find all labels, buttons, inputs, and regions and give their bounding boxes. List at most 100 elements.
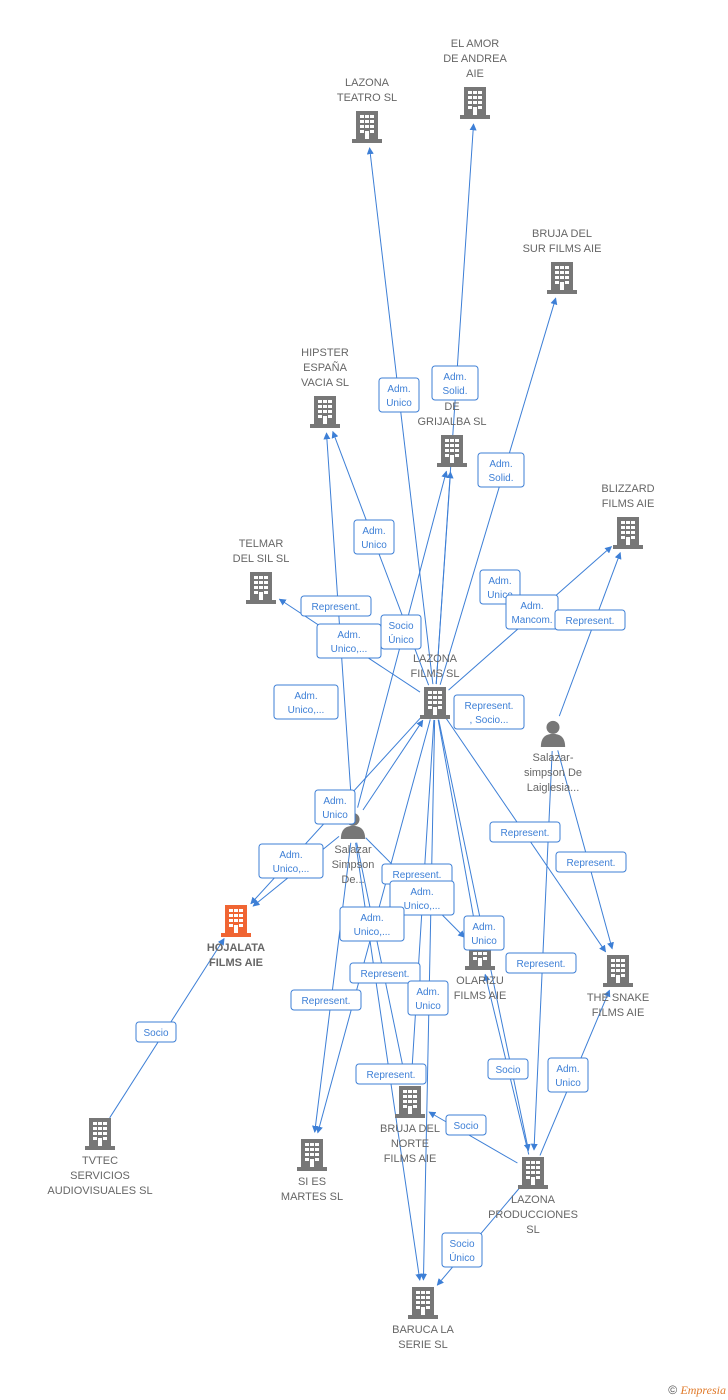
edge-label-represent-1[interactable]: Represent. — [300, 595, 372, 617]
building-icon — [85, 1118, 115, 1150]
edge-label-text: Adm. — [387, 384, 410, 395]
edge-label-text: Único — [449, 1251, 475, 1264]
edge-label-adm-unico-6[interactable]: Adm.Unico — [314, 789, 356, 825]
edge-label-box — [431, 365, 479, 401]
edge-label-adm-unico-12[interactable]: Adm.Unico — [547, 1057, 589, 1093]
edge-label-box — [487, 1058, 529, 1080]
edge-label-represent-3[interactable]: Represent. — [489, 821, 561, 843]
edge-label-represent-8[interactable]: Represent. — [290, 989, 362, 1011]
edge-label-box — [380, 614, 422, 650]
node-label-line: TELMAR — [239, 538, 284, 550]
edge-label-adm-unico-2[interactable]: Adm.Unico — [353, 519, 395, 555]
node-label-line: BRUJA DEL — [532, 228, 592, 240]
edge-label-adm-unico-8[interactable]: Adm.Unico,... — [389, 880, 455, 916]
edge-lazona_prod-to-bruja_norte — [428, 1111, 518, 1164]
edge-label-text: Unico — [415, 1001, 441, 1012]
edge-label-socio-3[interactable]: Socio — [135, 1021, 177, 1043]
edge-label-box — [453, 694, 525, 730]
edge-label-adm-mancom[interactable]: Adm. Mancom. — [505, 594, 559, 630]
edge-label-box — [339, 906, 405, 942]
building-icon — [603, 955, 633, 987]
brand-logo[interactable]: Empresia — [680, 1383, 726, 1397]
edge-label-adm-unico-1[interactable]: Adm.Unico — [378, 377, 420, 413]
edge-label-adm-unico-9[interactable]: Adm.Unico,... — [339, 906, 405, 942]
node-label-line: Laiglesia... — [527, 782, 580, 794]
edge-label-text: Unico — [487, 590, 513, 601]
node-salazar-laiglesia[interactable]: Salazar-simpson DeLaiglesia... — [524, 720, 582, 794]
edge-label-text: Adm. — [489, 459, 512, 470]
edge-label-adm-solid-2[interactable]: Adm. Solid. — [477, 452, 525, 488]
copyright-symbol: © — [668, 1383, 678, 1397]
edge-label-text: Mancom. — [511, 615, 552, 626]
node-label-line: Salazar- — [533, 752, 574, 764]
edge-label-adm-unico-10[interactable]: Adm.Unico — [463, 915, 505, 951]
edge-label-box — [349, 962, 421, 984]
edge-label-represent-socio[interactable]: Represent., Socio... — [453, 694, 525, 730]
edge-label-box — [300, 595, 372, 617]
node-label-line: EL AMOR — [451, 38, 500, 50]
edge-label-text: Represent. — [517, 959, 566, 970]
edge-label-box — [355, 1063, 427, 1085]
node-bruja-sur[interactable]: BRUJA DEL SUR FILMS AIE — [523, 228, 602, 294]
node-label-line: FILMS AIE — [384, 1153, 437, 1165]
node-label-line: SUR FILMS AIE — [523, 243, 602, 255]
edge-label-adm-unico-7[interactable]: Adm.Unico,... — [258, 843, 324, 879]
edge-salazar_simpson-to-hipster — [323, 432, 353, 808]
edge-label-text: Adm. — [362, 526, 385, 537]
edge-label-adm-unico-4[interactable]: Adm.Unico,... — [316, 623, 382, 659]
edge-label-adm-unico-5[interactable]: Adm.Unico,... — [273, 684, 339, 720]
edge-label-text: Adm. — [279, 850, 302, 861]
edge-label-socio-1[interactable]: Socio — [487, 1058, 529, 1080]
node-salazar-simpson[interactable]: SalazarSimpsonDe... — [332, 812, 375, 886]
edge-label-socio-2[interactable]: Socio — [445, 1114, 487, 1136]
building-icon — [221, 905, 251, 937]
edge-lazona_films-to-bodega — [435, 471, 454, 685]
building-icon — [297, 1139, 327, 1171]
edge-label-text: Adm. — [323, 796, 346, 807]
edges-layer — [109, 123, 622, 1286]
edge-label-text: Adm. — [520, 601, 543, 612]
edge-label-box — [445, 1114, 487, 1136]
edge-label-represent-9[interactable]: Represent. — [355, 1063, 427, 1085]
edge-label-represent-7[interactable]: Represent. — [349, 962, 421, 984]
edge-label-represent-6[interactable]: Represent. — [505, 952, 577, 974]
edge-labels-layer: Adm.UnicoAdm.Solid.Adm.Solid.Adm.UnicoAd… — [135, 365, 627, 1268]
edge-label-represent-5[interactable]: Represent. — [381, 863, 453, 885]
edge-label-box — [547, 1057, 589, 1093]
edge-label-adm-unico-11[interactable]: Adm.Unico — [407, 980, 449, 1016]
edge-label-text: Unico,... — [354, 927, 391, 938]
edge-label-text: Adm. — [488, 576, 511, 587]
edge-label-adm-solid-1[interactable]: Adm.Solid. — [431, 365, 479, 401]
edge-label-represent-2[interactable]: Represent. — [554, 609, 626, 631]
edge-label-text: Unico,... — [331, 644, 368, 655]
edge-label-represent-4[interactable]: Represent. — [555, 851, 627, 873]
edge-label-text: Represent. — [367, 1070, 416, 1081]
edge-label-box — [407, 980, 449, 1016]
edge-label-text: Adm. — [443, 372, 466, 383]
edge-label-text: Adm. — [410, 887, 433, 898]
node-label-line: FILMS AIE — [602, 498, 655, 510]
node-label-line: SERVICIOS — [70, 1170, 130, 1182]
building-icon — [246, 572, 276, 604]
node-label-line: FILMS AIE — [454, 990, 507, 1002]
node-label-line: HIPSTER — [301, 347, 349, 359]
edge-lazona_films-to-lazona_teatro — [366, 147, 434, 685]
edge-label-text: Solid. — [488, 473, 513, 484]
